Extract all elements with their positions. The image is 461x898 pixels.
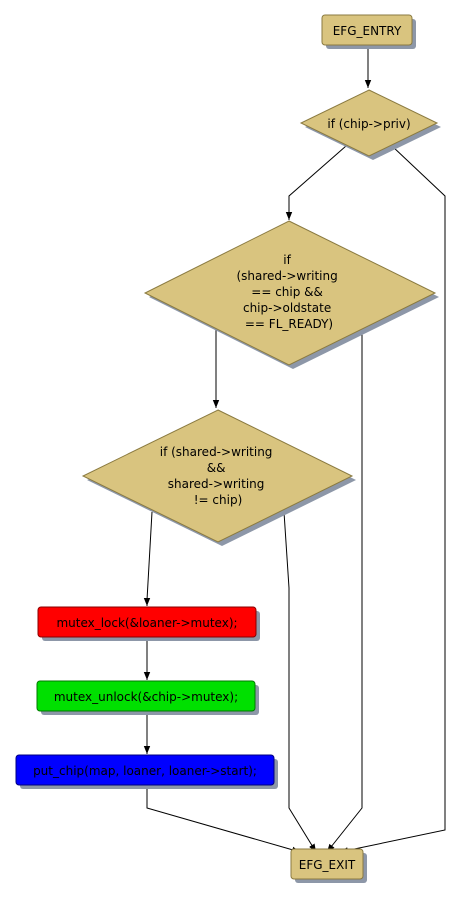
edges <box>143 46 446 854</box>
node-label: if (shared->writing == chip && chip->old… <box>236 253 341 331</box>
label-line: == chip && <box>251 285 323 299</box>
node-cond-writing: if (shared->writing && shared->writing !… <box>81 409 356 546</box>
node-cond-shared: if (shared->writing == chip && chip->old… <box>143 220 439 369</box>
node-put-chip: put_chip(map, loaner, loaner->start); <box>15 754 278 789</box>
edge-writing-to-lock <box>143 511 153 606</box>
label-line: == FL_READY) <box>245 317 333 331</box>
node-label: if (chip->priv) <box>327 117 410 131</box>
node-exit: EFG_EXIT <box>290 848 367 883</box>
node-label: put_chip(map, loaner, loaner->start); <box>33 764 257 778</box>
label-line: chip->oldstate <box>243 301 331 315</box>
node-box <box>36 680 256 712</box>
node-mutex-unlock: mutex_unlock(&chip->mutex); <box>36 680 259 715</box>
edge-priv-to-exit <box>339 145 446 854</box>
label-line: != chip) <box>194 493 243 507</box>
edge-priv-to-shared <box>285 145 347 220</box>
node-box <box>15 754 275 786</box>
node-box <box>321 14 413 46</box>
label-line: shared->writing <box>168 477 265 491</box>
label-line: if (shared->writing <box>160 445 273 459</box>
node-label: EFG_EXIT <box>299 858 356 872</box>
node-label: mutex_unlock(&chip->mutex); <box>54 690 238 704</box>
edge-writing-to-exit <box>283 511 317 853</box>
node-diamond <box>299 89 439 157</box>
label-line: && <box>207 461 226 475</box>
node-label: if (shared->writing && shared->writing !… <box>160 445 277 507</box>
edge-shared-to-exit <box>326 328 363 853</box>
node-mutex-lock: mutex_lock(&loaner->mutex); <box>37 606 260 641</box>
node-cond-priv: if (chip->priv) <box>299 89 441 160</box>
edge-put-to-exit <box>146 786 301 853</box>
node-diamond <box>143 220 437 366</box>
label-line: if <box>283 253 291 267</box>
node-box <box>37 606 257 638</box>
node-diamond <box>81 409 354 543</box>
label-line: (shared->writing <box>236 269 337 283</box>
node-label: mutex_lock(&loaner->mutex); <box>56 616 237 630</box>
node-label: EFG_ENTRY <box>333 24 402 38</box>
node-box <box>290 848 364 880</box>
node-entry: EFG_ENTRY <box>321 14 416 49</box>
